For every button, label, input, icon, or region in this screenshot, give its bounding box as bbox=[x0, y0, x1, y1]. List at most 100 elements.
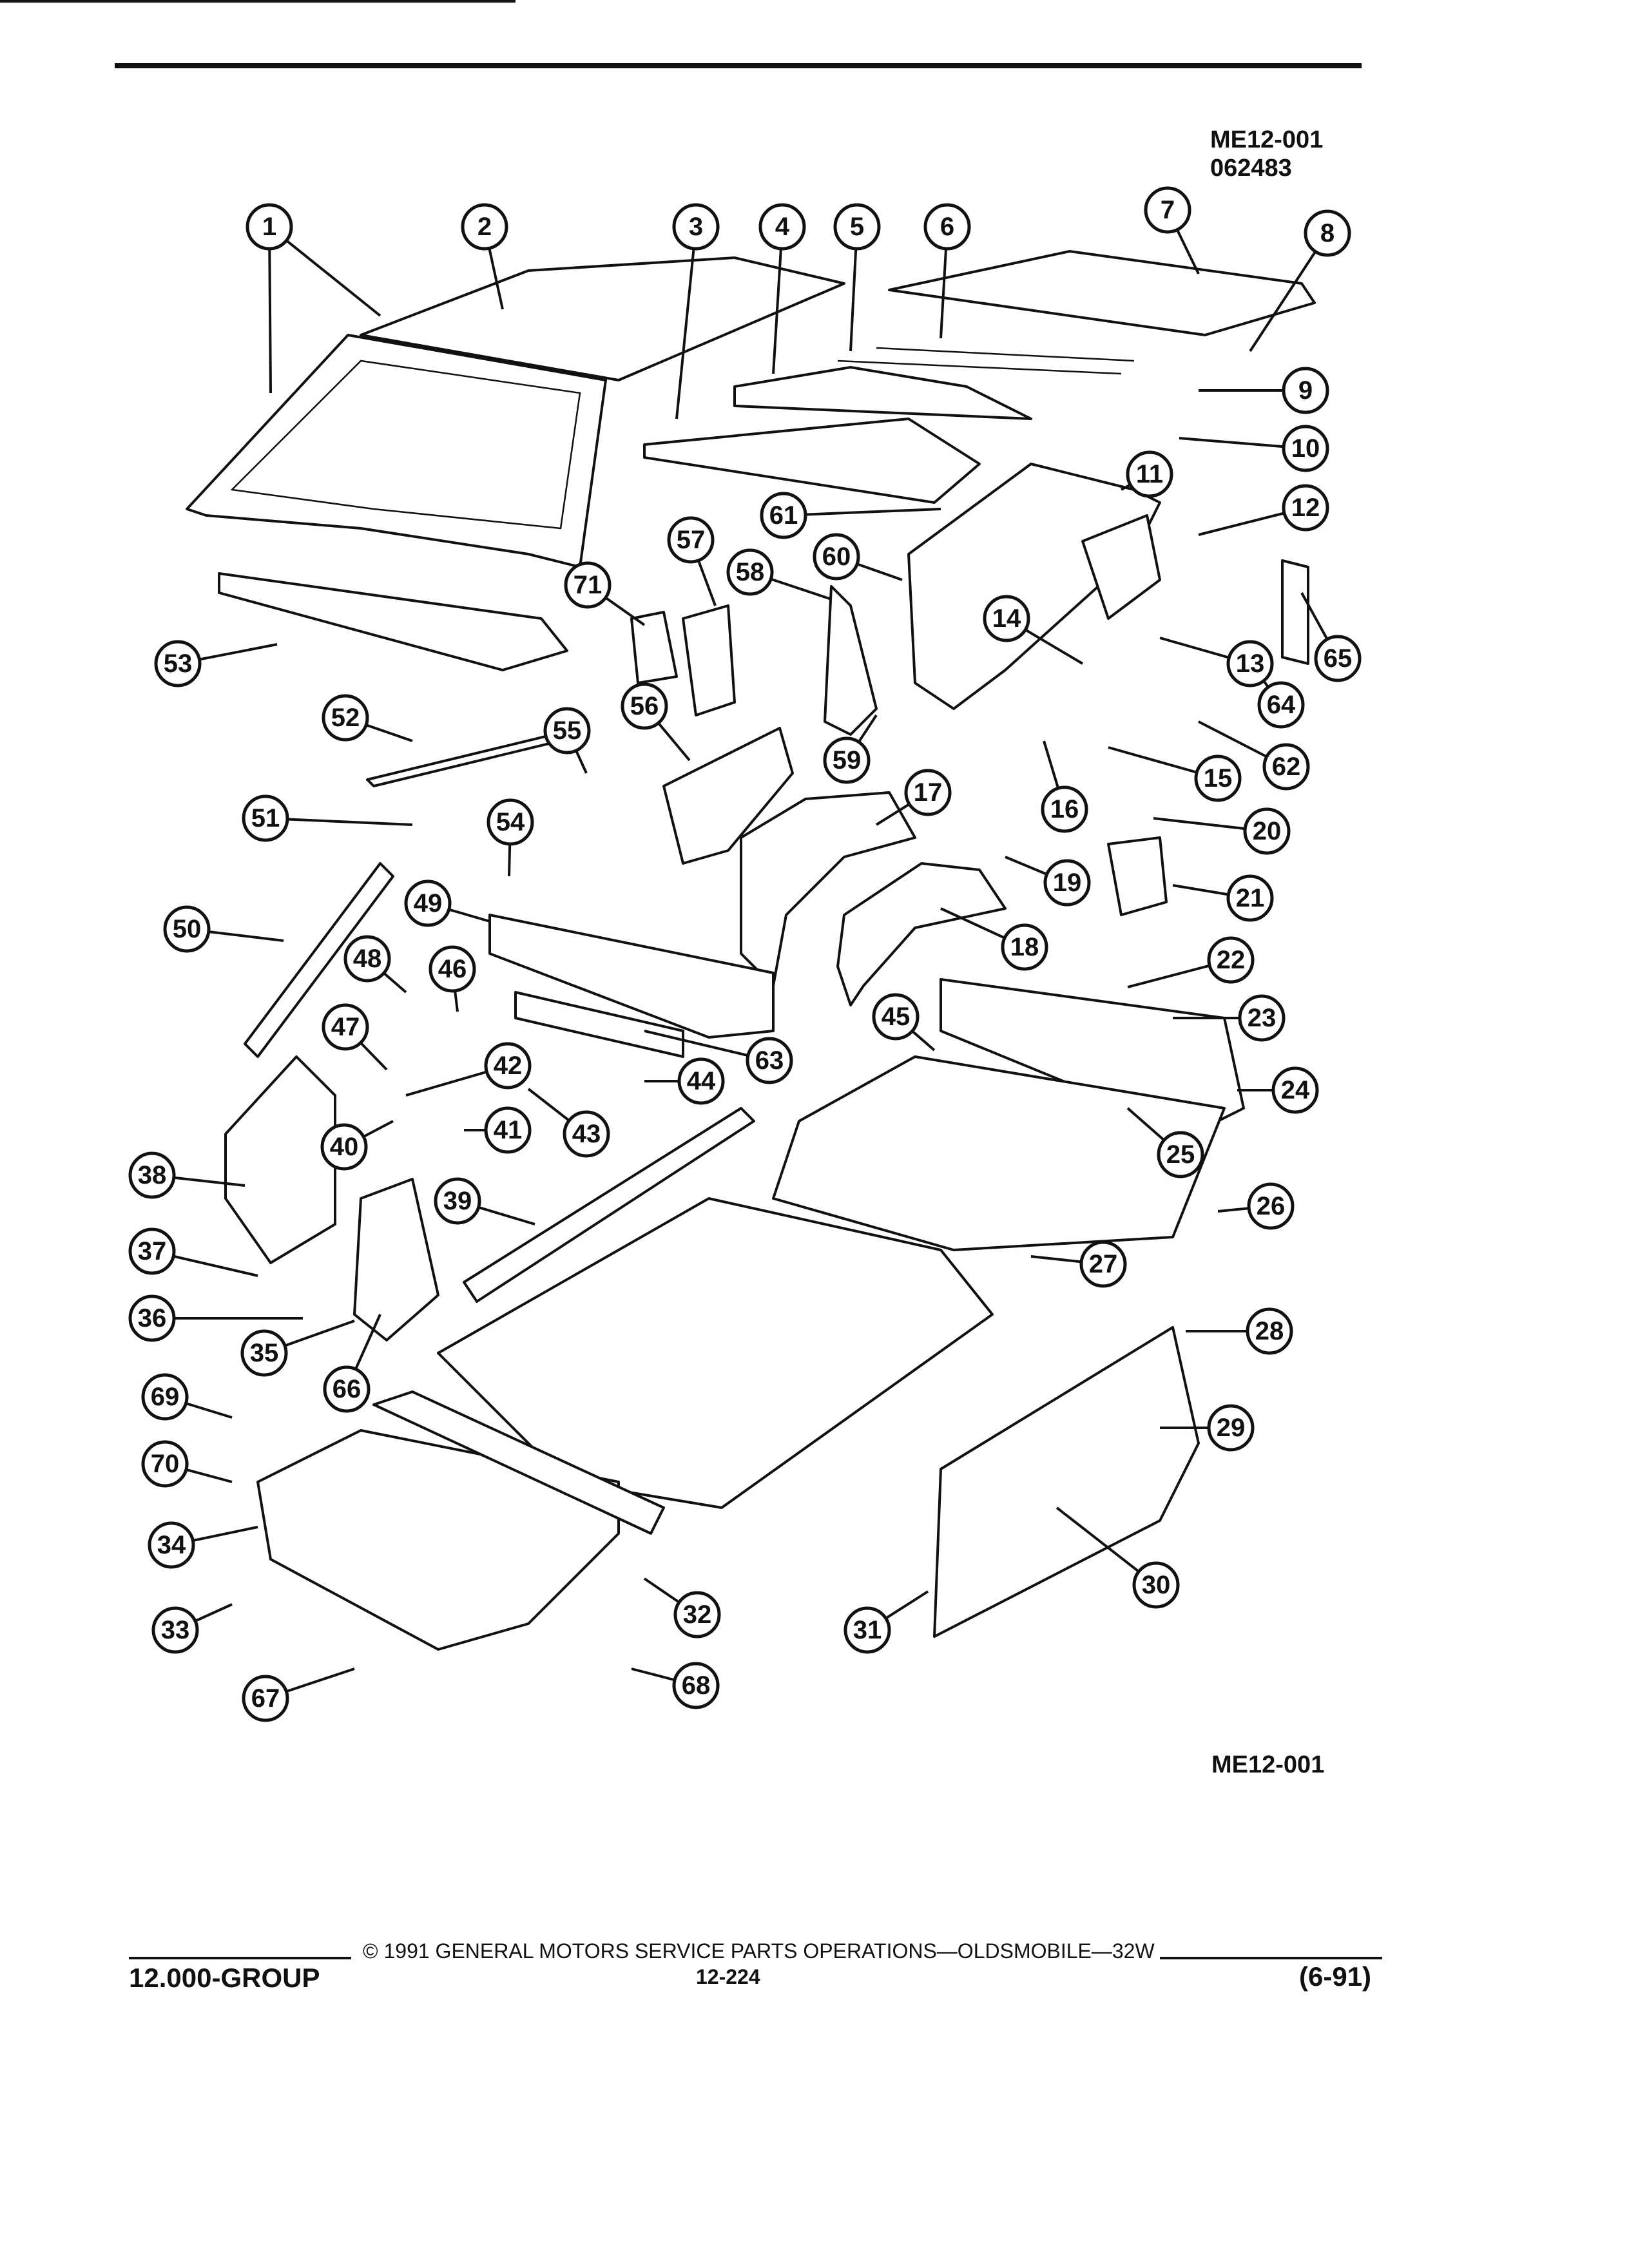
quarter-extension bbox=[1281, 559, 1309, 665]
callout-39: 39 bbox=[434, 1177, 481, 1225]
callout-number: 6 bbox=[940, 213, 954, 241]
callout-1: 1 bbox=[246, 203, 293, 251]
callout-number: 70 bbox=[151, 1450, 180, 1478]
callout-7: 7 bbox=[1144, 186, 1191, 234]
callout-circle bbox=[823, 736, 871, 784]
callout-circle bbox=[1262, 743, 1310, 791]
callout-circle bbox=[1282, 367, 1329, 414]
callout-circle bbox=[833, 203, 881, 251]
pillar-reinforcement bbox=[630, 611, 678, 684]
tail-panel bbox=[1081, 514, 1161, 620]
callout-number: 59 bbox=[833, 746, 862, 774]
callout-circle bbox=[564, 561, 612, 609]
callout-number: 39 bbox=[443, 1187, 472, 1215]
callout-circle bbox=[563, 1110, 610, 1158]
callout-29: 29 bbox=[1207, 1404, 1255, 1452]
callout-49: 49 bbox=[404, 879, 452, 927]
callout-circle bbox=[673, 1591, 721, 1639]
callout-28: 28 bbox=[1246, 1307, 1293, 1355]
callout-number: 3 bbox=[689, 213, 703, 241]
callout-2: 2 bbox=[461, 203, 508, 251]
callout-number: 36 bbox=[138, 1304, 167, 1332]
callout-number: 8 bbox=[1320, 219, 1335, 247]
callout-19: 19 bbox=[1043, 859, 1091, 907]
callout-number: 52 bbox=[331, 704, 360, 732]
callout-number: 24 bbox=[1281, 1076, 1310, 1104]
callout-number: 56 bbox=[630, 692, 659, 720]
callout-26: 26 bbox=[1247, 1182, 1295, 1230]
callout-circle bbox=[746, 1037, 793, 1084]
callout-circle bbox=[813, 533, 860, 581]
callout-circle bbox=[872, 993, 920, 1041]
footer-copyright: © 1991 GENERAL MOTORS SERVICE PARTS OPER… bbox=[363, 1939, 1155, 1963]
callout-number: 68 bbox=[682, 1671, 711, 1700]
callout-47: 47 bbox=[322, 1003, 369, 1051]
callout-18: 18 bbox=[1001, 923, 1048, 971]
callout-number: 2 bbox=[477, 213, 492, 241]
callout-number: 4 bbox=[775, 213, 790, 241]
callout-10: 10 bbox=[1282, 425, 1329, 472]
callout-number: 9 bbox=[1298, 376, 1313, 405]
callout-59: 59 bbox=[823, 736, 871, 784]
callout-4: 4 bbox=[758, 203, 806, 251]
callout-13: 13 bbox=[1226, 640, 1274, 687]
leader-line-1 bbox=[268, 226, 272, 394]
callout-number: 23 bbox=[1248, 1004, 1277, 1032]
callout-circle bbox=[128, 1151, 176, 1199]
callout-number: 61 bbox=[769, 501, 798, 530]
footer-page: 12-224 bbox=[696, 1965, 760, 1988]
callout-67: 67 bbox=[242, 1675, 289, 1722]
callout-11: 11 bbox=[1126, 450, 1173, 498]
callout-24: 24 bbox=[1271, 1066, 1319, 1114]
callout-52: 52 bbox=[322, 694, 369, 742]
callout-48: 48 bbox=[343, 935, 391, 983]
callout-number: 65 bbox=[1324, 644, 1353, 673]
callout-number: 63 bbox=[755, 1046, 784, 1075]
callout-circle bbox=[163, 905, 211, 953]
callout-number: 46 bbox=[438, 955, 467, 983]
callout-54: 54 bbox=[487, 798, 534, 846]
parts-outlines bbox=[186, 250, 1316, 1651]
callout-circle bbox=[1001, 923, 1048, 971]
callout-33: 33 bbox=[151, 1606, 199, 1654]
callout-number: 31 bbox=[853, 1616, 882, 1644]
callout-circle bbox=[1271, 1066, 1319, 1114]
callout-circle bbox=[1243, 807, 1291, 855]
callout-number: 10 bbox=[1291, 434, 1320, 463]
callout-38: 38 bbox=[128, 1151, 176, 1199]
callout-number: 71 bbox=[574, 571, 602, 599]
callout-9: 9 bbox=[1282, 367, 1329, 414]
callout-circle bbox=[1194, 754, 1242, 802]
callout-circle bbox=[1304, 209, 1351, 257]
callout-number: 45 bbox=[882, 1003, 911, 1031]
body-side-brace bbox=[514, 991, 684, 1058]
leader-line-61 bbox=[783, 508, 941, 517]
callout-66: 66 bbox=[323, 1365, 371, 1413]
callout-number: 66 bbox=[333, 1375, 361, 1403]
callout-56: 56 bbox=[621, 682, 668, 730]
callout-number: 47 bbox=[331, 1013, 360, 1041]
callout-number: 27 bbox=[1089, 1250, 1118, 1278]
callout-40: 40 bbox=[320, 1123, 368, 1171]
dash-panel bbox=[256, 1429, 620, 1651]
callout-23: 23 bbox=[1238, 994, 1286, 1042]
rear-floor-pan bbox=[772, 1055, 1226, 1251]
footer-group: 12.000-GROUP bbox=[129, 1963, 320, 1993]
leader-line-51 bbox=[265, 817, 413, 826]
callout-number: 50 bbox=[173, 915, 202, 943]
callout-circle bbox=[726, 548, 774, 596]
callout-number: 11 bbox=[1136, 460, 1163, 488]
callout-circle bbox=[760, 492, 807, 539]
callout-circle bbox=[1041, 785, 1088, 833]
callout-30: 30 bbox=[1132, 1561, 1180, 1609]
wheelhouse-outer bbox=[740, 791, 916, 987]
callout-circle bbox=[154, 640, 202, 687]
leader-line-3 bbox=[675, 226, 697, 419]
cowl-panel bbox=[218, 572, 568, 671]
callout-circle bbox=[621, 682, 668, 730]
callout-number: 67 bbox=[251, 1684, 280, 1713]
callout-53: 53 bbox=[154, 640, 202, 687]
callout-number: 54 bbox=[496, 808, 525, 836]
footer-revision: (6-91) bbox=[1299, 1961, 1372, 1992]
